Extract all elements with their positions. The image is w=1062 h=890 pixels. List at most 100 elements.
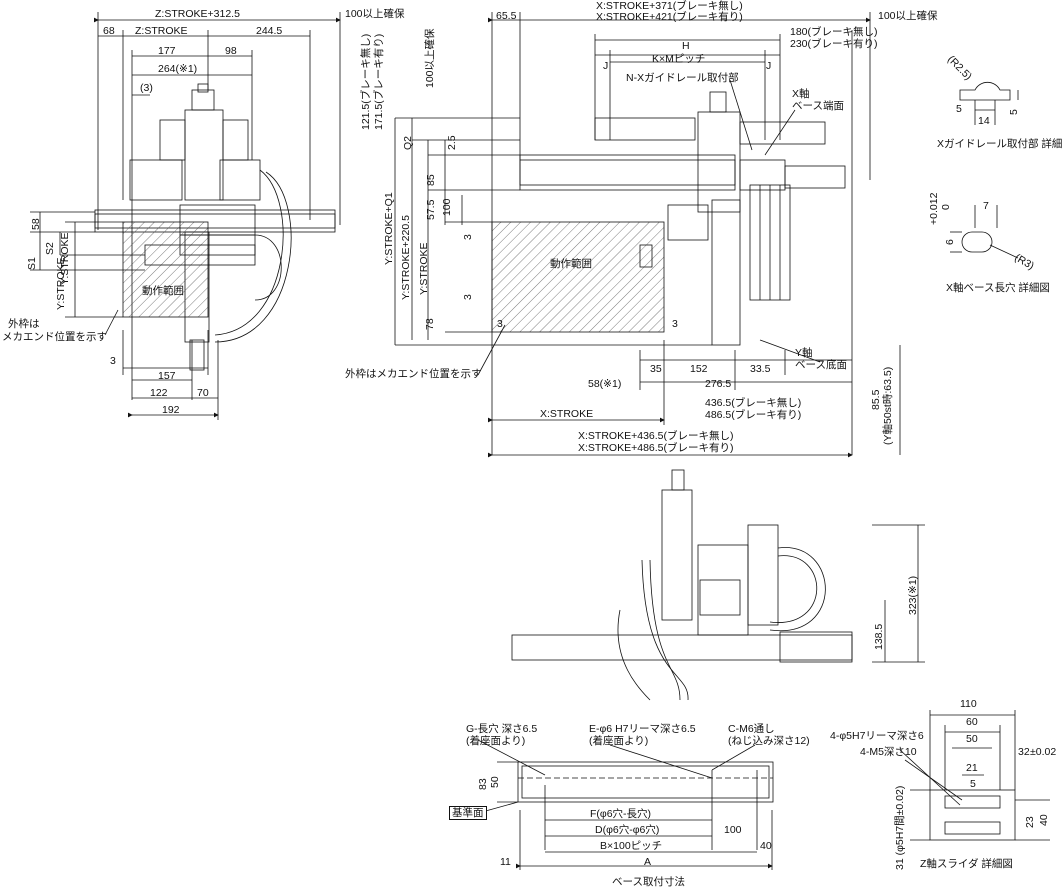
front-d138-5: 138.5 xyxy=(873,623,885,650)
c-x-436-5: X:STROKE+436.5(ブレーキ無し) xyxy=(578,430,734,442)
base-c-m6-1: C-M6通し xyxy=(728,723,775,735)
rail-d5-left: 5 xyxy=(956,103,962,115)
c-d3-c: 3 xyxy=(497,318,503,330)
base-d100: 100 xyxy=(724,824,742,836)
c-guide-rail: N-Xガイドレール取付部 xyxy=(626,72,739,84)
left-s1: S1 xyxy=(26,257,38,270)
c-frame-note: 外枠はメカエンド位置を示す xyxy=(345,368,482,380)
base-f: F(φ6穴-長穴) xyxy=(590,808,652,820)
rail-d5-right: 5 xyxy=(1008,109,1020,115)
slider-d21: 21 xyxy=(966,762,978,774)
slider-m5-holes: 4-M5深さ10 xyxy=(860,746,917,758)
base-mounting-view xyxy=(477,739,774,870)
left-clearance: 100以上確保 xyxy=(345,8,405,20)
slider-d32-tol: ±0.02 xyxy=(1030,746,1057,758)
c-d276-5: 276.5 xyxy=(705,378,732,390)
c-j-right: J xyxy=(766,60,772,72)
base-d40: 40 xyxy=(760,840,772,852)
c-d180: 180(ブレーキ無し) xyxy=(790,26,878,38)
slot-tol-zero: 0 xyxy=(940,204,952,210)
center-top-view xyxy=(394,12,901,458)
c-d58: 58(※1) xyxy=(588,378,622,390)
base-d50: 50 xyxy=(489,776,501,788)
left-y-stroke-side: Y:STROKE xyxy=(55,257,67,310)
left-d157: 157 xyxy=(158,370,176,382)
slot-caption: X軸ベース長穴 詳細図 xyxy=(946,282,1050,294)
left-d177: 177 xyxy=(158,45,176,57)
c-d85-5: 85.5 xyxy=(870,389,882,410)
c-d3-b: 3 xyxy=(462,294,474,300)
c-x-base-end-1: X軸 xyxy=(792,88,810,100)
c-d35: 35 xyxy=(650,363,662,375)
c-y-base-bottom-1: Y軸 xyxy=(795,347,813,359)
slot-detail xyxy=(950,205,1019,259)
c-op-range: 動作範囲 xyxy=(550,258,592,270)
c-v100-clear: 100以上確保 xyxy=(424,28,436,88)
c-d85-5-note: (Y軸50st時:63.5) xyxy=(882,366,894,445)
slot-d6: 6 xyxy=(944,239,956,245)
left-s2: S2 xyxy=(44,242,56,255)
base-e-hole-1: E-φ6 H7リーマ深さ6.5 xyxy=(589,723,696,735)
front-d323: 323(※1) xyxy=(907,575,919,615)
left-d70: 70 xyxy=(197,387,209,399)
left-d192: 192 xyxy=(162,404,180,416)
left-d264: 264(※1) xyxy=(158,63,198,75)
c-d65-5: 65.5 xyxy=(496,10,517,22)
left-d68: 68 xyxy=(103,25,115,37)
base-e-hole-2: (着座面より) xyxy=(589,735,649,747)
c-d33-5: 33.5 xyxy=(750,363,771,375)
base-g-slot-1: G-長穴 深さ6.5 xyxy=(466,723,538,735)
base-datum: 基準面 xyxy=(449,806,487,820)
c-d78: 78 xyxy=(424,318,436,330)
c-d436-5: 436.5(ブレーキ無し) xyxy=(705,397,802,409)
slot-tol: +0.012 xyxy=(928,192,940,225)
base-caption: ベース取付寸法 xyxy=(612,876,685,888)
slider-d40: 40 xyxy=(1038,814,1050,826)
c-y-stroke: Y:STROKE xyxy=(418,242,430,295)
left-z-stroke: Z:STROKE xyxy=(135,25,188,37)
slider-d110: 110 xyxy=(960,698,977,710)
base-c-m6-2: (ねじ込み深さ12) xyxy=(728,735,810,747)
c-x-486-5: X:STROKE+486.5(ブレーキ有り) xyxy=(578,442,734,454)
left-d3-bottom: 3 xyxy=(110,355,116,367)
c-y-220-5: Y:STROKE+220.5 xyxy=(400,215,412,300)
slider-caption: Z軸スライダ 詳細図 xyxy=(920,858,1013,870)
left-d3-top: (3) xyxy=(140,82,153,94)
c-d85: 85 xyxy=(425,174,437,186)
base-g-slot-2: (着座面より) xyxy=(466,735,526,747)
c-d152: 152 xyxy=(690,363,708,375)
c-d486-5: 486.5(ブレーキ有り) xyxy=(705,409,802,421)
c-v171-5: 171.5(ブレーキ有り) xyxy=(373,33,385,130)
c-y-base-bottom-2: ベース底面 xyxy=(795,359,847,371)
base-a: A xyxy=(644,856,652,868)
c-clearance: 100以上確保 xyxy=(878,10,938,22)
c-h: H xyxy=(682,40,690,52)
c-d3-a: 3 xyxy=(462,234,474,240)
c-d230: 230(ブレーキ有り) xyxy=(790,38,878,50)
c-kxm: K×Mピッチ xyxy=(652,53,706,65)
c-q2: Q2 xyxy=(402,135,414,150)
left-frame-note-2: メカエンド位置を示す xyxy=(2,331,107,343)
slider-v31: 31 (φ5H7間±0.02) xyxy=(894,785,906,870)
base-bx100: B×100ピッチ xyxy=(600,840,663,852)
slider-h7-holes: 4-φ5H7リーマ深さ6 xyxy=(830,730,924,742)
c-j-left: J xyxy=(603,60,609,72)
c-y-q1: Y:STROKE+Q1 xyxy=(383,192,395,265)
left-frame-note-1: 外枠は xyxy=(8,318,40,330)
base-d83: 83 xyxy=(477,778,489,790)
rail-d14: 14 xyxy=(978,115,990,127)
c-d3-d: 3 xyxy=(672,318,678,330)
base-d11: 11 xyxy=(500,856,511,868)
slider-d50: 50 xyxy=(966,733,978,745)
c-d100: 100 xyxy=(441,198,453,216)
left-d244-5: 244.5 xyxy=(256,25,283,37)
left-z-total: Z:STROKE+312.5 xyxy=(155,8,240,20)
c-x-total-1: X:STROKE+371(ブレーキ無し) xyxy=(596,0,743,12)
c-x-stroke: X:STROKE xyxy=(540,408,594,420)
base-d: D(φ6穴-φ6穴) xyxy=(595,824,660,836)
front-view xyxy=(511,469,925,701)
c-x-base-end-2: ベース端面 xyxy=(792,100,844,112)
slot-d7: 7 xyxy=(983,200,989,212)
slider-d60: 60 xyxy=(966,716,978,728)
